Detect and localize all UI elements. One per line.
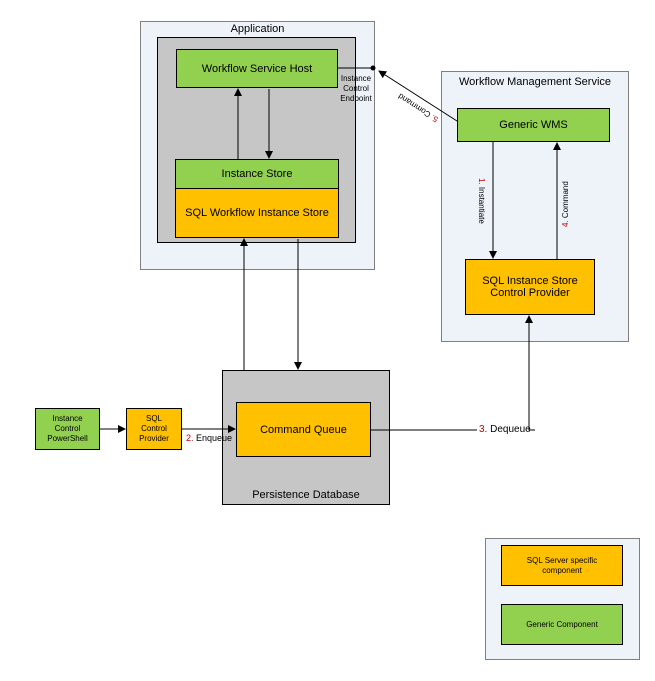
command-queue-box[interactable]: Command Queue: [236, 402, 371, 457]
command-4-label: 4. Command: [561, 181, 570, 227]
persistence-database-title: Persistence Database: [252, 489, 360, 501]
legend-sql-specific-box: SQL Server specific component: [501, 545, 623, 586]
arrow-dequeue-up: [525, 315, 535, 431]
instance-control-endpoint-label: Instance Control Endpoint: [340, 74, 372, 103]
enqueue-label: 2. Enqueue: [186, 433, 233, 443]
workflow-service-host-box[interactable]: Workflow Service Host: [176, 49, 338, 88]
dequeue-label: 3. Dequeue: [479, 424, 531, 435]
wms-title: Workflow Management Service: [458, 76, 612, 88]
instance-control-powershell-box[interactable]: Instance Control PowerShell: [35, 408, 100, 450]
instantiate-label: 1. Instantiate: [477, 178, 486, 224]
generic-wms-box[interactable]: Generic WMS: [457, 108, 610, 142]
endpoint-dot: [370, 65, 376, 71]
instance-store-label: Instance Store: [221, 168, 293, 180]
sql-instance-store-control-provider-box[interactable]: SQL Instance Store Control Provider: [465, 259, 595, 315]
sql-workflow-instance-store-box[interactable]: SQL Workflow Instance Store: [175, 188, 339, 238]
application-title: Application: [230, 23, 285, 35]
arrow-command-5: [378, 70, 458, 122]
workflow-service-host-label: Workflow Service Host: [201, 62, 313, 75]
sql-control-provider-box[interactable]: SQL Control Provider: [126, 408, 182, 450]
generic-wms-label: Generic WMS: [499, 119, 568, 131]
sql-workflow-instance-store-label: SQL Workflow Instance Store: [185, 207, 329, 219]
legend-generic-box: Generic Component: [501, 604, 623, 645]
command-queue-label: Command Queue: [260, 423, 347, 436]
